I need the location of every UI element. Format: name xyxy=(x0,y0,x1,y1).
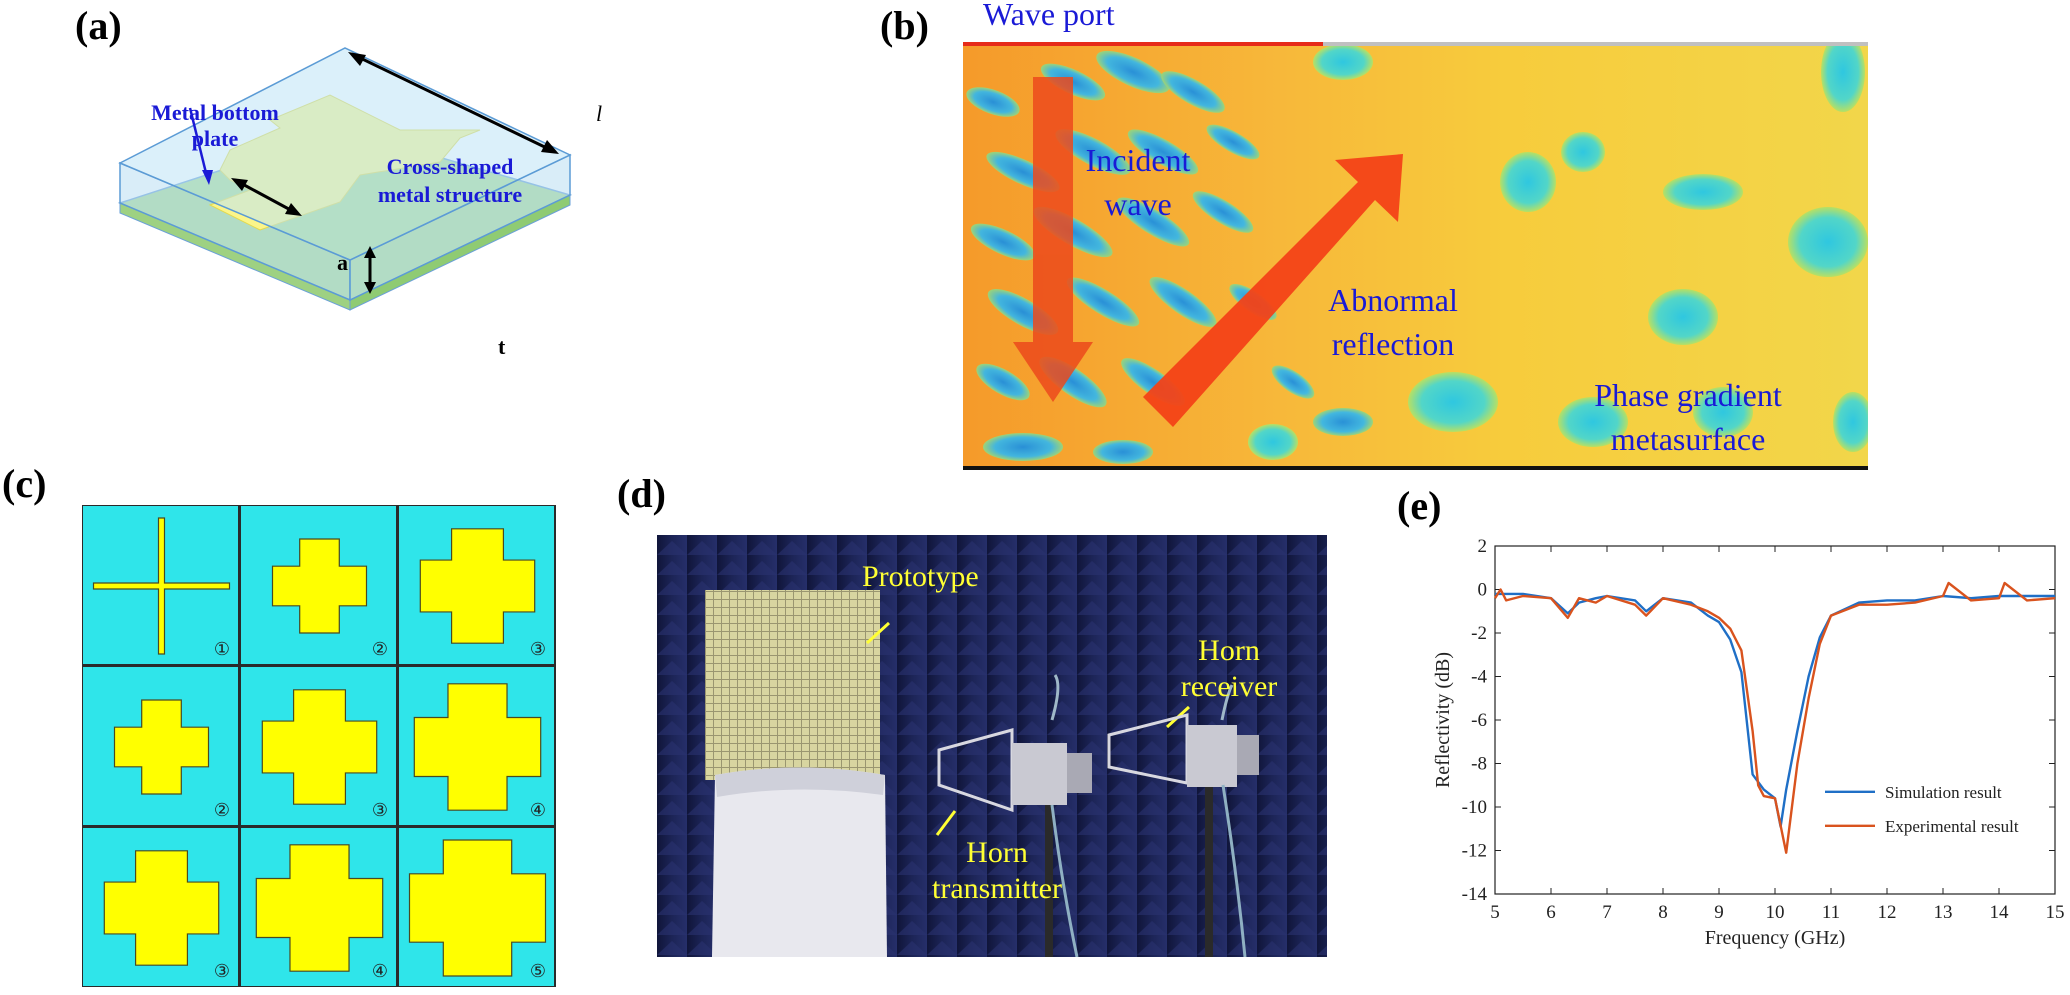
x-tick-label: 13 xyxy=(1934,902,1953,923)
cross-shape xyxy=(271,538,368,634)
legend-label: Simulation result xyxy=(1885,783,2002,802)
y-tick-label: -8 xyxy=(1471,754,1487,775)
unit-cell: ③ xyxy=(240,666,397,826)
dimension-l-label: l xyxy=(596,101,603,126)
panel-a-label: (a) xyxy=(75,3,122,48)
cross-shape xyxy=(413,683,542,811)
cross-shape xyxy=(113,699,210,795)
metal-bottom-plate-label: Metal bottom plate xyxy=(151,100,279,151)
x-tick-label: 6 xyxy=(1546,902,1556,923)
cell-number: ⑤ xyxy=(529,961,546,982)
cell-number: ③ xyxy=(371,800,388,821)
x-tick-label: 11 xyxy=(1822,902,1840,923)
horn-transmitter-label: Horn transmitter xyxy=(932,836,1062,905)
electric-field-map xyxy=(963,42,1868,470)
anechoic-chamber-photo xyxy=(657,535,1327,957)
cell-number: ③ xyxy=(213,961,230,982)
x-axis-label: Frequency (GHz) xyxy=(1705,927,1846,949)
unit-cell: ③ xyxy=(398,505,555,665)
incident-wave-label: Incident wave xyxy=(1085,142,1191,222)
x-tick-label: 7 xyxy=(1602,902,1612,923)
panel-e-label: (e) xyxy=(1397,483,1442,528)
cell-number: ③ xyxy=(529,639,546,660)
y-axis-label: Reflectivity (dB) xyxy=(1432,652,1454,788)
cross-shape xyxy=(255,844,384,972)
panel-c-unit-cell-grid: ① ② ③ ② ③ ④ ③ ④ ⑤ xyxy=(82,505,556,987)
cross-shape xyxy=(419,528,536,644)
cell-number: ④ xyxy=(529,800,546,821)
x-tick-label: 14 xyxy=(1990,902,2010,923)
top-boundary-line xyxy=(1323,42,1868,46)
dimension-t-label: t xyxy=(498,334,506,359)
unit-cell: ④ xyxy=(240,827,397,987)
y-tick-label: -12 xyxy=(1462,841,1487,862)
panel-d-label: (d) xyxy=(617,471,666,516)
y-tick-label: -10 xyxy=(1462,797,1487,818)
y-tick-label: 2 xyxy=(1478,536,1488,557)
unit-cell: ④ xyxy=(398,666,555,826)
y-tick-label: -6 xyxy=(1471,710,1487,731)
horn-receiver-label: Horn receiver xyxy=(1180,634,1278,703)
x-tick-label: 10 xyxy=(1766,902,1785,923)
cross-shape xyxy=(103,850,220,966)
panel-a-unit-cell-diagram: Metal bottom plate Cross-shaped metal st… xyxy=(100,40,603,359)
reflectivity-chart-svg: 5 6 7 8 9 10 11 12 13 14 15 2 0 -2 -4 -6 -8 -10 -12 -14Freq… xyxy=(1432,536,2065,949)
x-tick-label: 8 xyxy=(1658,902,1668,923)
unit-cell: ② xyxy=(82,666,239,826)
y-tick-label: -2 xyxy=(1471,623,1487,644)
cell-number: ① xyxy=(213,639,230,660)
panel-d-measurement-photo: Prototype Horn receiver Horn transmitter xyxy=(657,535,1327,957)
series-line-experimental xyxy=(1493,581,2056,854)
unit-cell: ② xyxy=(240,505,397,665)
phase-gradient-metasurface-label: Phase gradient metasurface xyxy=(1594,377,1782,457)
cross-shape xyxy=(408,839,547,977)
panel-b-field-simulation: Wave port xyxy=(963,0,1868,475)
wave-port-boundary xyxy=(963,42,1323,46)
unit-cell: ③ xyxy=(82,827,239,987)
cell-number: ② xyxy=(213,800,230,821)
panel-b-label: (b) xyxy=(880,3,929,48)
cell-number: ④ xyxy=(371,961,388,982)
wave-port-label: Wave port xyxy=(983,0,1115,32)
dimension-a-label: a xyxy=(337,250,348,275)
y-tick-label: 0 xyxy=(1478,580,1488,601)
cell-number: ② xyxy=(371,639,388,660)
cross-shape xyxy=(261,689,378,805)
unit-cell: ① xyxy=(82,505,239,665)
x-tick-label: 5 xyxy=(1490,902,1500,923)
y-tick-label: -4 xyxy=(1471,667,1487,688)
unit-cell-3d-illustration xyxy=(117,47,573,311)
cross-shaped-structure-label: Cross-shaped metal structure xyxy=(377,154,523,207)
x-tick-label: 9 xyxy=(1714,902,1724,923)
legend-label: Experimental result xyxy=(1885,817,2019,836)
panel-c-label: (c) xyxy=(2,461,47,506)
x-tick-label: 15 xyxy=(2046,902,2065,923)
x-tick-label: 12 xyxy=(1878,902,1897,923)
prototype-label: Prototype xyxy=(862,560,979,593)
abnormal-reflection-label: Abnormal reflection xyxy=(1328,282,1458,362)
cross-shape xyxy=(92,517,231,655)
y-tick-label: -14 xyxy=(1462,884,1488,905)
unit-cell: ⑤ xyxy=(398,827,555,987)
